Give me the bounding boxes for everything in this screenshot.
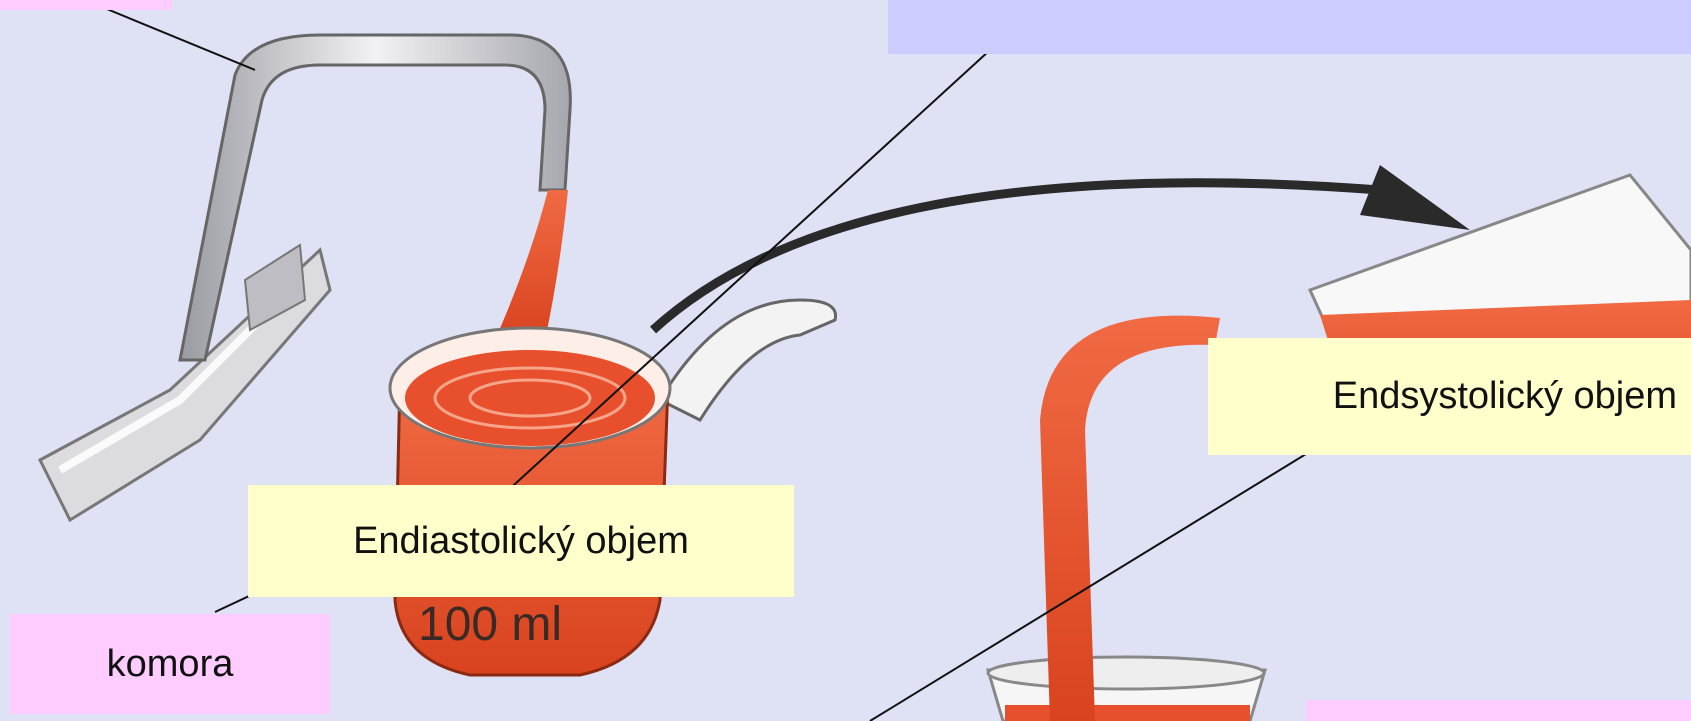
ventricle-label: komora (10, 614, 330, 714)
top-right-label-box (888, 0, 1691, 54)
leader-line-top-left (85, 0, 255, 70)
end-diastolic-label: Endiastolický objem (248, 485, 794, 597)
flow-arrowhead-icon (1360, 165, 1470, 230)
glass-icon (988, 657, 1265, 721)
top-left-label-box (0, 0, 172, 10)
blood-stream-icon (495, 190, 568, 340)
volume-mark-label: 100 ml (418, 598, 562, 651)
end-diastolic-text: Endiastolický objem (353, 520, 689, 563)
end-systolic-text: Endsystolický objem (1333, 375, 1677, 418)
end-systolic-label: Endsystolický objem (1208, 338, 1691, 455)
bottom-right-label-box (1306, 700, 1691, 721)
ventricle-text: komora (107, 643, 234, 686)
